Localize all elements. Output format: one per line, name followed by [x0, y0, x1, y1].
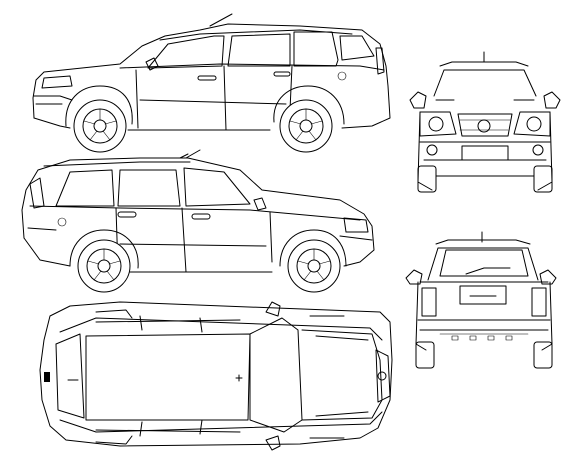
top-view: [39, 301, 393, 451]
side-view-right: [21, 149, 375, 293]
side-view-left: [32, 13, 391, 153]
front-view: [409, 51, 561, 193]
rear-view: [405, 231, 557, 369]
